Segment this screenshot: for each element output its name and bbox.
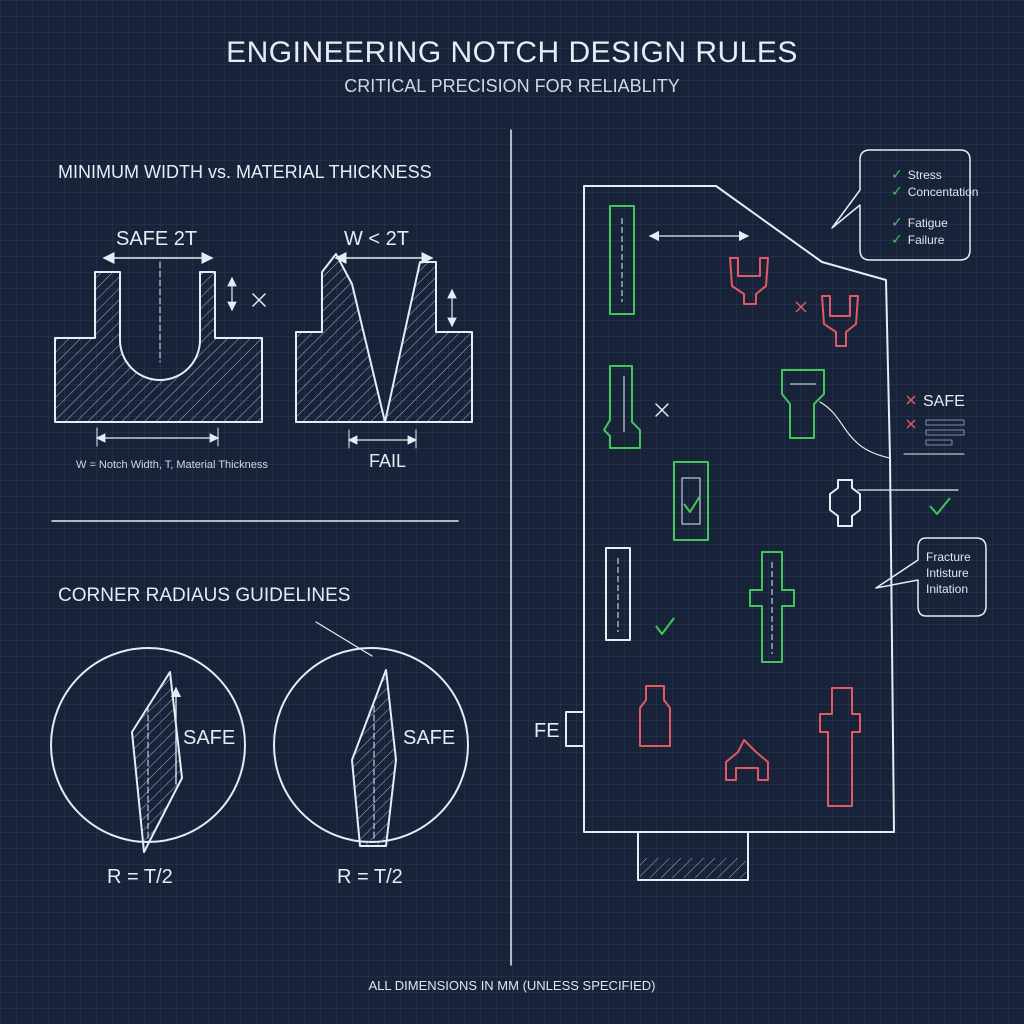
- leader-line: [819, 401, 891, 459]
- safe-slot-stepped: [603, 365, 641, 449]
- callout-stress: ✓ Stress ✓ Concentation: [891, 166, 978, 200]
- safe-check-icon: [655, 617, 675, 635]
- radius-left-formula: R = T/2: [107, 866, 173, 888]
- safe-check-icon: [683, 495, 701, 513]
- fail-notch: [725, 739, 769, 781]
- radius-right-safe-label: SAFE: [403, 727, 456, 749]
- panel-safe-label: SAFE: [923, 393, 965, 410]
- plain-slot: [605, 547, 631, 641]
- fail-label: FAIL: [369, 451, 407, 471]
- check-icon: ✓: [891, 214, 903, 230]
- callout-fracture-line2: Intisture: [926, 566, 969, 580]
- fail-slot-tall: [819, 687, 861, 807]
- footer-note: ALL DIMENSIONS IN MM (UNLESS SPECIFIED): [368, 978, 656, 993]
- fail-notch: [821, 295, 859, 347]
- safe-slot-cross: [749, 551, 795, 663]
- page-subtitle: CRITICAL PRECISION FOR RELIABLITY: [344, 76, 680, 96]
- callout-stress-bubble: [831, 149, 971, 261]
- safe-notch: [781, 369, 825, 439]
- callout-fracture-line3: Initation: [926, 582, 969, 596]
- fail-slot: [639, 685, 671, 747]
- bottom-tab: [637, 831, 749, 881]
- safe-check-icon: [929, 497, 951, 515]
- radius-right-formula: R = T/2: [337, 866, 403, 888]
- dimension-legend: W = Notch Width, T, Material Thickness: [76, 459, 268, 471]
- callout-fatigue-line2: Failure: [907, 233, 945, 247]
- fail-condition-label: W < 2T: [344, 228, 410, 250]
- safe-slot: [609, 205, 635, 315]
- check-icon: ✓: [891, 166, 903, 182]
- fail-notch: [729, 257, 769, 305]
- detail-notch: [829, 479, 861, 527]
- radius-left-safe-label: SAFE: [183, 727, 236, 749]
- safe-width-label: SAFE 2T: [116, 228, 198, 250]
- x-mark-icon: [252, 293, 266, 307]
- check-icon: ✓: [891, 231, 903, 247]
- plate-outline: [583, 185, 895, 833]
- u-notch-block: [54, 271, 263, 423]
- fe-tab: [565, 711, 585, 747]
- callout-stress-line1: Stress: [907, 168, 942, 182]
- fe-label: FE: [534, 720, 560, 742]
- radius-section-heading: CORNER RADIAUS GUIDELINES: [58, 585, 351, 606]
- right-edge-profile: [351, 669, 397, 847]
- v-notch-block: [295, 253, 473, 423]
- callout-fatigue: ✓ Fatigue ✓ Failure: [891, 214, 948, 248]
- left-edge-profile: [131, 671, 183, 853]
- width-section-heading: MINIMUM WIDTH vs. MATERIAL THICKNESS: [58, 162, 432, 182]
- check-icon: ✓: [891, 183, 903, 199]
- fail-x-icon: [795, 301, 807, 313]
- safe-slot: [673, 461, 709, 541]
- callout-fatigue-line1: Fatigue: [907, 216, 948, 230]
- callout-fracture: Fracture Intisture Initation: [926, 549, 971, 597]
- page-title: ENGINEERING NOTCH DESIGN RULES: [226, 36, 798, 69]
- callout-stress-line2: Concentation: [907, 185, 979, 199]
- fail-x-icon: [906, 419, 916, 429]
- leader-line: [315, 621, 373, 657]
- x-mark-icon: [655, 403, 669, 417]
- fail-x-icon: [906, 395, 916, 405]
- callout-fracture-line1: Fracture: [926, 550, 971, 564]
- callout-fracture-bubble: [875, 537, 987, 617]
